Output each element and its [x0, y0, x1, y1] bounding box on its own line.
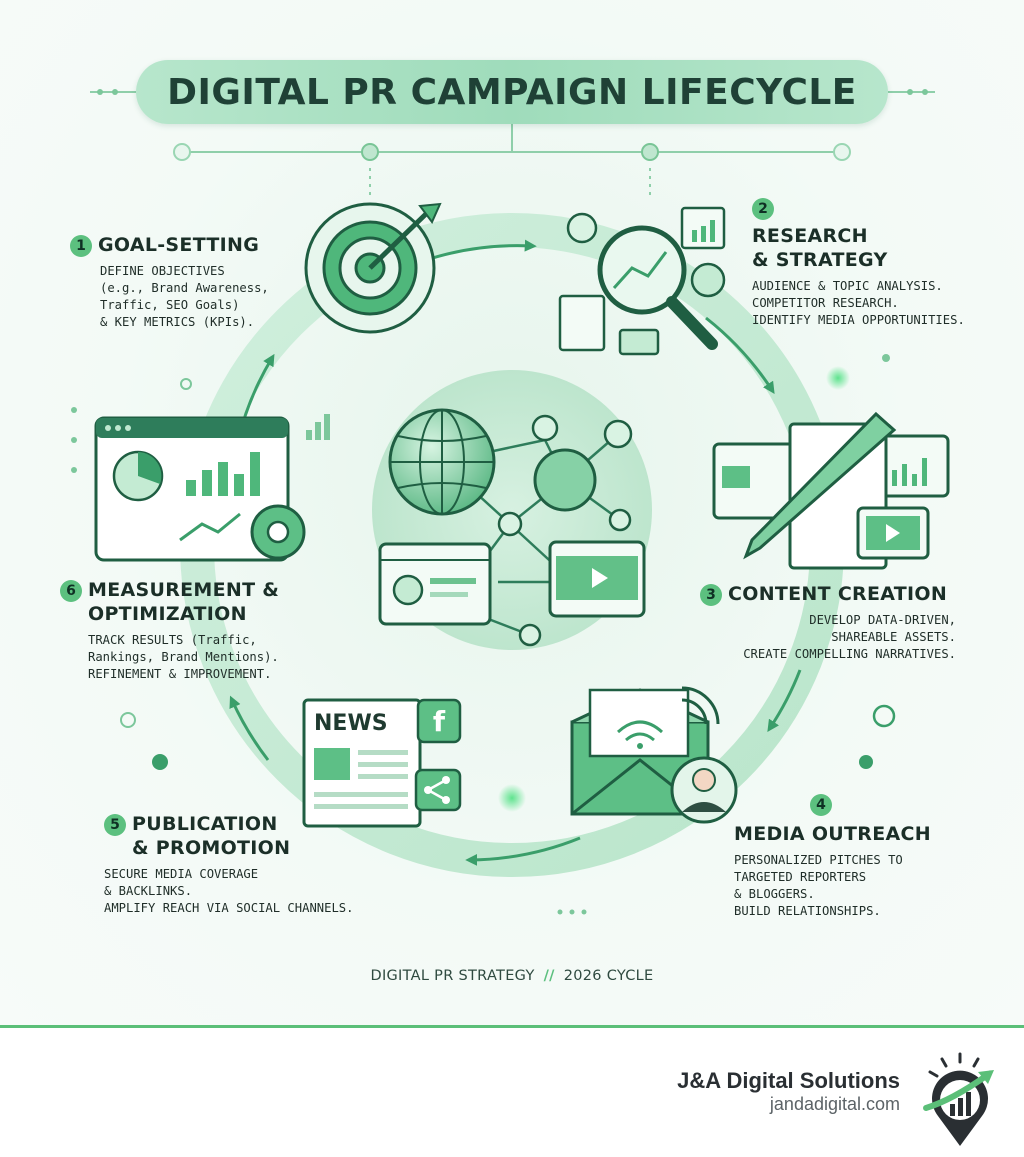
- stage-description: DEVELOP DATA-DRIVEN, SHAREABLE ASSETS. C…: [743, 613, 956, 661]
- stage-title: PUBLICATION & PROMOTION: [132, 813, 291, 859]
- stage-description: TRACK RESULTS (Traffic, Rankings, Brand …: [88, 633, 279, 681]
- target-arrow-icon: [304, 202, 442, 334]
- center-network-hub: [372, 370, 652, 650]
- growth-pin-logo-icon: [923, 1052, 994, 1146]
- brand-url: jandadigital.com: [769, 1094, 900, 1114]
- title-connector-nodes: [97, 89, 928, 161]
- stage-publication-promotion: 5 PUBLICATION & PROMOTION SECURE MEDIA C…: [104, 812, 424, 917]
- envelope-contact-icon: [570, 686, 738, 824]
- newspaper-social-icon: NEWS f: [302, 698, 462, 828]
- stage-number-badge: 2: [752, 198, 774, 220]
- dashboard-gear-icon: [94, 414, 330, 562]
- glow-dot: [498, 784, 526, 812]
- stage-title: MEASUREMENT & OPTIMIZATION: [88, 579, 280, 625]
- stage-title: RESEARCH & STRATEGY: [752, 225, 888, 271]
- decorative-dots: [71, 354, 896, 915]
- footer-caption-separator: //: [543, 968, 555, 984]
- stage-title: CONTENT CREATION: [728, 583, 948, 605]
- stage-description: SECURE MEDIA COVERAGE & BACKLINKS. AMPLI…: [104, 867, 354, 915]
- stage-measurement-optimization: 6 MEASUREMENT & OPTIMIZATION TRACK RESUL…: [60, 578, 330, 683]
- stage-description: PERSONALIZED PITCHES TO TARGETED REPORTE…: [734, 853, 903, 918]
- stage-number-badge: 5: [104, 814, 126, 836]
- stage-content-creation: 3 CONTENT CREATION DEVELOP DATA-DRIVEN, …: [700, 582, 956, 663]
- stage-number-badge: 4: [810, 794, 832, 816]
- title-banner: DIGITAL PR CAMPAIGN LIFECYCLE: [136, 60, 888, 124]
- stage-number-badge: 1: [70, 235, 92, 257]
- footer-caption: DIGITAL PR STRATEGY // 2026 CYCLE: [0, 968, 1024, 984]
- stage-media-outreach: 4 MEDIA OUTREACH PERSONALIZED PITCHES TO…: [734, 792, 974, 920]
- stage-description: AUDIENCE & TOPIC ANALYSIS. COMPETITOR RE…: [752, 279, 965, 327]
- magnifier-analytics-icon: [558, 206, 726, 356]
- news-label: NEWS: [314, 711, 388, 736]
- pen-documents-icon: [712, 411, 950, 570]
- stage-number-badge: 6: [60, 580, 82, 602]
- facebook-icon: f: [433, 705, 446, 738]
- brand-footer: J&A Digital Solutions jandadigital.com: [0, 1025, 1024, 1157]
- stage-research-strategy: 2 RESEARCH & STRATEGY AUDIENCE & TOPIC A…: [752, 196, 1014, 329]
- glow-dot: [826, 366, 850, 390]
- lifecycle-illustration: NEWS f: [71, 89, 950, 915]
- stage-description: DEFINE OBJECTIVES (e.g., Brand Awareness…: [100, 264, 269, 329]
- stage-goal-setting: 1 GOAL-SETTING DEFINE OBJECTIVES (e.g., …: [70, 233, 300, 331]
- stage-title: MEDIA OUTREACH: [734, 823, 931, 845]
- stage-title: GOAL-SETTING: [98, 234, 260, 256]
- footer-caption-right: 2026 CYCLE: [563, 968, 654, 984]
- brand-name: J&A Digital Solutions: [677, 1068, 900, 1093]
- stage-number-badge: 3: [700, 584, 722, 606]
- page-title: DIGITAL PR CAMPAIGN LIFECYCLE: [167, 71, 857, 113]
- footer-caption-left: DIGITAL PR STRATEGY: [370, 968, 535, 984]
